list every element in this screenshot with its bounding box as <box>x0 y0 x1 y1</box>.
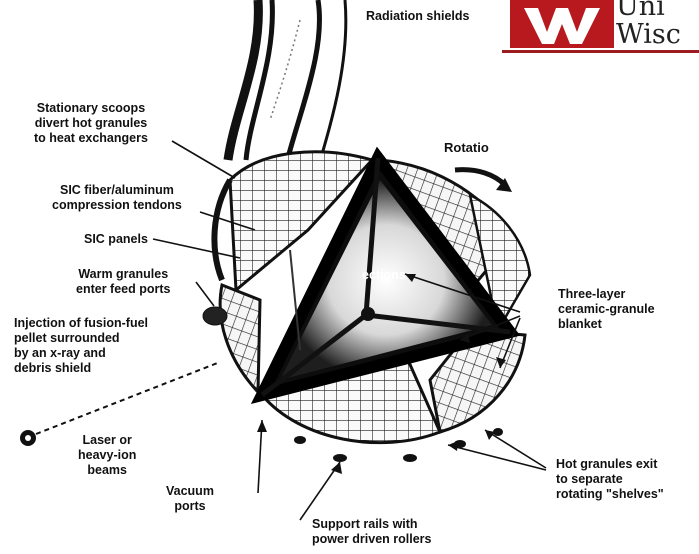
radiation-shield-pipes <box>228 0 346 168</box>
label-hot-granules: Hot granules exit to separate rotating "… <box>556 457 664 502</box>
scoops-line-3: to heat exchangers <box>34 131 148 146</box>
laser-line-2: heavy-ion <box>78 448 136 463</box>
injection-line-2: pellet surrounded <box>14 331 148 346</box>
left-shell <box>220 285 260 392</box>
blanket-line-1: Three-layer <box>558 287 655 302</box>
scoops-line-2: divert hot granules <box>34 116 148 131</box>
injection-line-3: by an x-ray and <box>14 346 148 361</box>
vacuum-line-2: ports <box>166 499 214 514</box>
label-rotation: Rotatio <box>444 140 489 155</box>
blanket-line-3: blanket <box>558 317 655 332</box>
label-laser-beams: Laser or heavy-ion beams <box>78 433 136 478</box>
label-radiation-shields: Radiation shields <box>366 9 470 24</box>
label-support-rails: Support rails with power driven rollers <box>312 517 431 547</box>
label-fuel-injection: Injection of fusion-fuel pellet surround… <box>14 316 148 376</box>
label-vacuum-ports: Vacuum ports <box>166 484 214 514</box>
tendons-line-1: SIC fiber/aluminum <box>52 183 182 198</box>
label-stationary-scoops: Stationary scoops divert hot granules to… <box>34 101 148 146</box>
support-line-1: Support rails with <box>312 517 431 532</box>
scoops-line-1: Stationary scoops <box>34 101 148 116</box>
vacuum-line-1: Vacuum <box>166 484 214 499</box>
blanket-line-2: ceramic-granule <box>558 302 655 317</box>
warm-line-2: enter feed ports <box>76 282 170 297</box>
label-sic-panels: SIC panels <box>84 232 148 247</box>
hot-line-3: rotating "shelves" <box>556 487 664 502</box>
label-warm-granules: Warm granules enter feed ports <box>76 267 170 297</box>
feed-port <box>203 307 227 325</box>
hot-line-2: to separate <box>556 472 664 487</box>
hot-line-1: Hot granules exit <box>556 457 664 472</box>
injection-line-4: debris shield <box>14 361 148 376</box>
label-center: ections <box>362 268 406 283</box>
label-three-layer-blanket: Three-layer ceramic-granule blanket <box>558 287 655 332</box>
injection-line-1: Injection of fusion-fuel <box>14 316 148 331</box>
laser-line-3: beams <box>78 463 136 478</box>
laser-line-1: Laser or <box>78 433 136 448</box>
rotation-arrow <box>455 170 505 185</box>
tendons-line-2: compression tendons <box>52 198 182 213</box>
label-compression-tendons: SIC fiber/aluminum compression tendons <box>52 183 182 213</box>
support-line-2: power driven rollers <box>312 532 431 547</box>
warm-line-1: Warm granules <box>76 267 170 282</box>
